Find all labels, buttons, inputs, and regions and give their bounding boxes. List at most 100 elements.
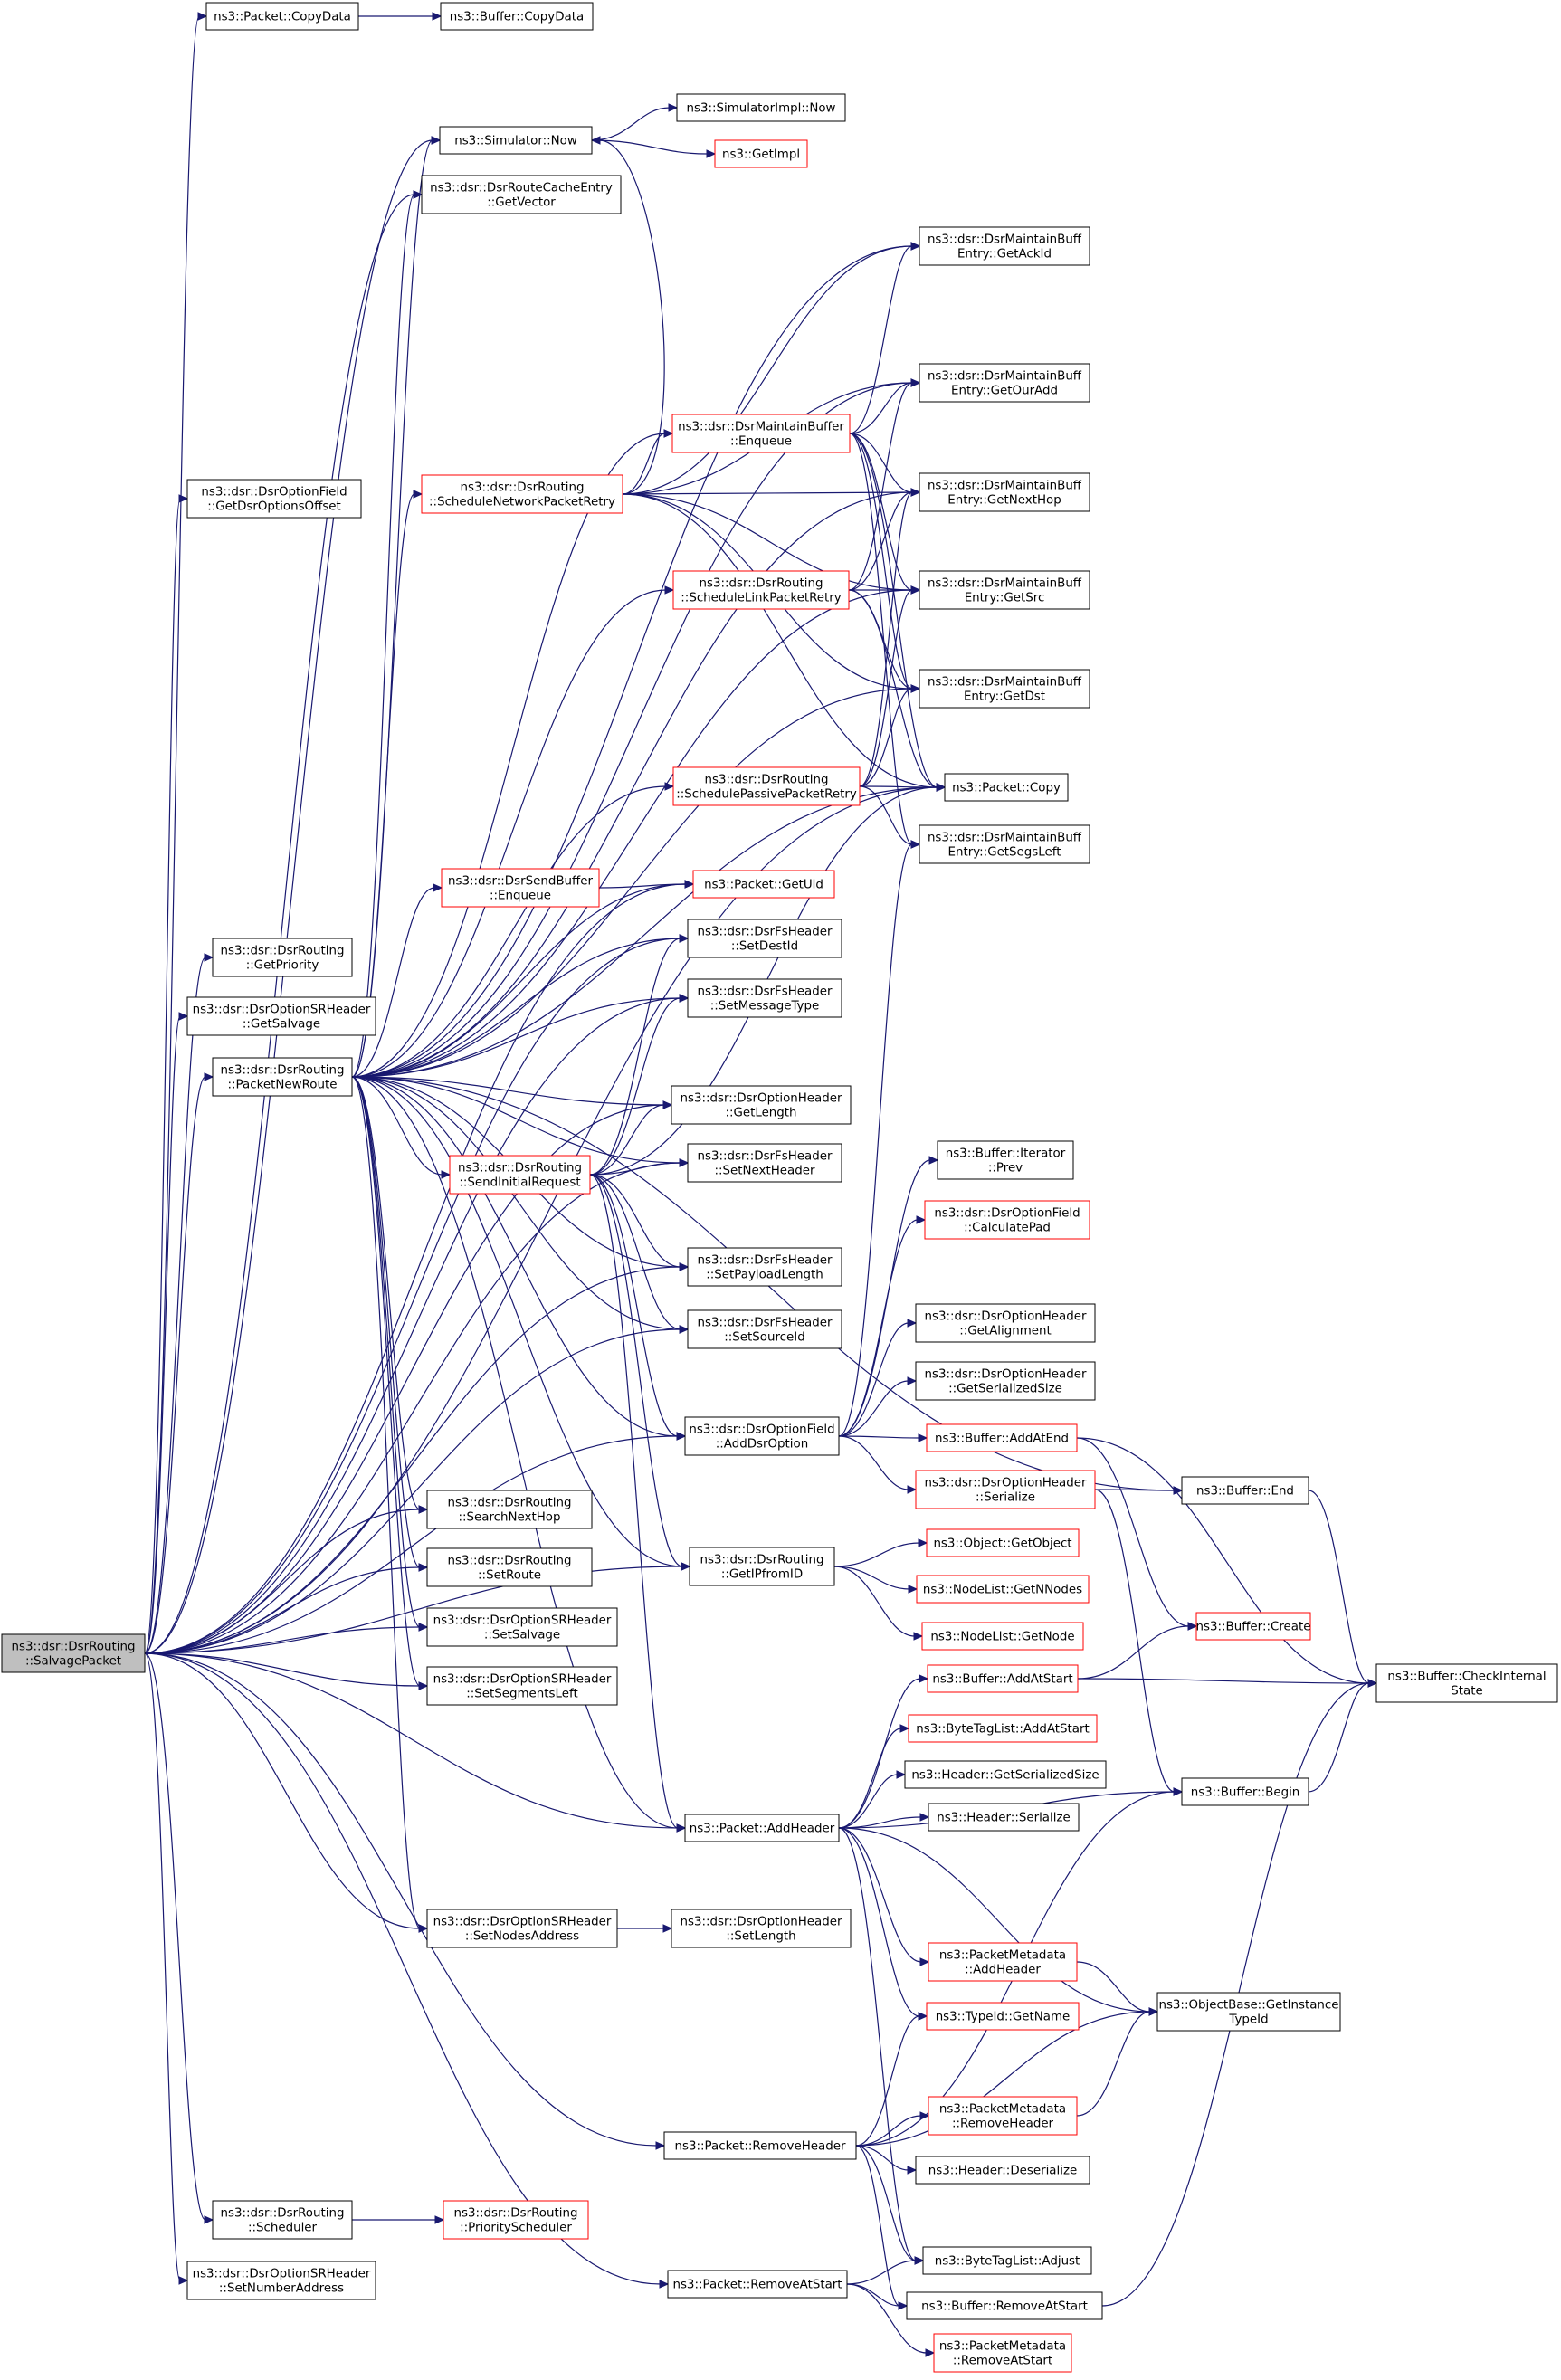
node-fs-setnexthdr[interactable]: ns3::dsr::DsrFsHeader::SetNextHeader <box>687 1143 842 1183</box>
node-buf-removeatstart[interactable]: ns3::Buffer::RemoveAtStart <box>906 2291 1103 2320</box>
node-mbe-getsegsleft[interactable]: ns3::dsr::DsrMaintainBuffEntry::GetSegsL… <box>919 824 1090 864</box>
node-obj-getobject[interactable]: ns3::Object::GetObject <box>926 1528 1080 1557</box>
node-sr-getsalvage[interactable]: ns3::dsr::DsrOptionSRHeader::GetSalvage <box>186 996 376 1036</box>
edge-line <box>848 491 913 591</box>
node-buf-end[interactable]: ns3::Buffer::End <box>1181 1476 1309 1505</box>
node-pm-addheader[interactable]: ns3::PacketMetadata::AddHeader <box>928 1942 1078 1982</box>
node-box <box>1 1633 146 1673</box>
node-box <box>186 996 376 1036</box>
node-nl-getnode[interactable]: ns3::NodeList::GetNode <box>921 1622 1084 1651</box>
node-label: Entry::GetOurAdd <box>951 385 1058 398</box>
node-sr-setsalvage[interactable]: ns3::dsr::DsrOptionSRHeader::SetSalvage <box>426 1607 618 1647</box>
node-label: Entry::GetAckId <box>957 248 1052 262</box>
node-oh-getsersize[interactable]: ns3::dsr::DsrOptionHeader::GetSerialized… <box>915 1361 1096 1401</box>
node-buf-prev[interactable]: ns3::Buffer::Iterator::Prev <box>937 1140 1074 1180</box>
edge-sendinitreq-to-dr-getipfromid <box>589 1174 691 1571</box>
edge-schedlinkretry-to-mbe-getouradd <box>848 378 921 591</box>
node-pkt-copydata[interactable]: ns3::Packet::CopyData <box>205 2 359 31</box>
arrowhead <box>662 1924 673 1933</box>
node-getimpl[interactable]: ns3::GetImpl <box>714 139 808 168</box>
node-box <box>906 2291 1103 2320</box>
edge-line <box>351 589 667 1078</box>
node-salvage[interactable]: ns3::dsr::DsrRouting::SalvagePacket <box>1 1633 146 1673</box>
node-mbe-getnexthop[interactable]: ns3::dsr::DsrMaintainBuffEntry::GetNextH… <box>919 472 1090 512</box>
node-sr-setnodesaddr[interactable]: ns3::dsr::DsrOptionSRHeader::SetNodesAdd… <box>426 1909 618 1948</box>
node-pkt-removeatstart[interactable]: ns3::Packet::RemoveAtStart <box>667 2270 848 2299</box>
node-pm-removeheader[interactable]: ns3::PacketMetadata::RemoveHeader <box>928 2096 1078 2136</box>
node-sb-enqueue[interactable]: ns3::dsr::DsrSendBuffer::Enqueue <box>441 868 600 908</box>
node-fs-setmsgtype[interactable]: ns3::dsr::DsrFsHeader::SetMessageType <box>687 978 842 1018</box>
node-dr-getipfromid[interactable]: ns3::dsr::DsrRouting::GetIPfromID <box>689 1547 835 1586</box>
node-fs-setdestid[interactable]: ns3::dsr::DsrFsHeader::SetDestId <box>687 919 842 958</box>
edge-buf-begin-to-buf-checkint <box>1308 1679 1378 1793</box>
node-oh-serialize[interactable]: ns3::dsr::DsrOptionHeader::Serialize <box>915 1470 1096 1509</box>
edge-line <box>351 1076 421 1628</box>
node-nl-getnnodes[interactable]: ns3::NodeList::GetNNodes <box>916 1575 1090 1604</box>
node-oh-getalign[interactable]: ns3::dsr::DsrOptionHeader::GetAlignment <box>915 1303 1096 1343</box>
node-pkt-addheader[interactable]: ns3::Packet::AddHeader <box>684 1814 840 1842</box>
node-mb-enqueue[interactable]: ns3::dsr::DsrMaintainBuffer::Enqueue <box>671 414 851 453</box>
edge-line <box>144 1652 421 1687</box>
arrowhead <box>914 2256 925 2265</box>
node-sr-setsegleft[interactable]: ns3::dsr::DsrOptionSRHeader::SetSegments… <box>426 1666 618 1706</box>
edge-line <box>849 433 913 493</box>
node-box <box>439 126 593 155</box>
node-dr-setroute[interactable]: ns3::dsr::DsrRouting::SetRoute <box>426 1547 593 1587</box>
node-of-getoffset[interactable]: ns3::dsr::DsrOptionField::GetDsrOptionsO… <box>186 479 362 519</box>
node-label: ::SetSalvage <box>484 1629 560 1642</box>
edge-line <box>144 1566 421 1654</box>
node-oh-setlength[interactable]: ns3::dsr::DsrOptionHeader::SetLength <box>671 1909 852 1948</box>
node-sr-setnumaddr[interactable]: ns3::dsr::DsrOptionSRHeader::SetNumberAd… <box>186 2261 376 2300</box>
node-buf-copydata[interactable]: ns3::Buffer::CopyData <box>440 2 594 31</box>
node-buf-begin[interactable]: ns3::Buffer::Begin <box>1181 1777 1309 1806</box>
node-label: ::SearchNextHop <box>459 1511 561 1525</box>
node-box <box>449 1155 591 1195</box>
node-fs-setsrcid[interactable]: ns3::dsr::DsrFsHeader::SetSourceId <box>687 1309 842 1349</box>
node-buf-addatend[interactable]: ns3::Buffer::AddAtEnd <box>926 1423 1078 1452</box>
edge-pkt-addheader-to-btl-adjust <box>838 1827 925 2265</box>
node-pm-removeatstart[interactable]: ns3::PacketMetadata::RemoveAtStart <box>933 2333 1072 2373</box>
node-buf-addatstart[interactable]: ns3::Buffer::AddAtStart <box>927 1664 1079 1693</box>
node-buf-create[interactable]: ns3::Buffer::Create <box>1195 1612 1311 1641</box>
edge-packetnewroute-to-sr-setsalvage <box>351 1076 429 1632</box>
arrowhead <box>916 1215 927 1224</box>
node-fs-setpaylen[interactable]: ns3::dsr::DsrFsHeader::SetPayloadLength <box>687 1247 842 1287</box>
node-pkt-getuid[interactable]: ns3::Packet::GetUid <box>692 870 835 899</box>
node-packetnewroute[interactable]: ns3::dsr::DsrRouting::PacketNewRoute <box>212 1057 353 1097</box>
node-schedlinkretry[interactable]: ns3::dsr::DsrRouting::ScheduleLinkPacket… <box>672 570 850 610</box>
edge-salvage-to-packetnewroute <box>144 1072 214 1654</box>
node-dr-searchnexthop[interactable]: ns3::dsr::DsrRouting::SearchNextHop <box>426 1490 593 1529</box>
node-of-calcpad[interactable]: ns3::dsr::DsrOptionField::CalculatePad <box>924 1200 1090 1240</box>
node-hdr-deserialize[interactable]: ns3::Header::Deserialize <box>915 2156 1090 2185</box>
node-dr-getpriority[interactable]: ns3::dsr::DsrRouting::GetPriority <box>212 938 353 977</box>
node-btl-adjust[interactable]: ns3::ByteTagList::Adjust <box>922 2246 1092 2275</box>
node-schednetretry[interactable]: ns3::dsr::DsrRouting::ScheduleNetworkPac… <box>421 474 623 514</box>
node-hdr-serialize[interactable]: ns3::Header::Serialize <box>928 1803 1080 1832</box>
node-hdr-getsersize[interactable]: ns3::Header::GetSerializedSize <box>904 1760 1107 1789</box>
node-label: ns3::dsr::DsrRouting <box>221 2207 345 2221</box>
node-oh-getlength[interactable]: ns3::dsr::DsrOptionHeader::GetLength <box>671 1085 852 1125</box>
node-rce-getvector[interactable]: ns3::dsr::DsrRouteCacheEntry::GetVector <box>421 175 622 214</box>
node-btl-addatstart[interactable]: ns3::ByteTagList::AddAtStart <box>908 1714 1098 1743</box>
node-mbe-getouradd[interactable]: ns3::dsr::DsrMaintainBuffEntry::GetOurAd… <box>919 363 1090 403</box>
node-dr-scheduler[interactable]: ns3::dsr::DsrRouting::Scheduler <box>212 2200 353 2240</box>
node-sim-now[interactable]: ns3::Simulator::Now <box>439 126 593 155</box>
node-of-adddsroption[interactable]: ns3::dsr::DsrOptionField::AddDsrOption <box>684 1416 840 1456</box>
node-box <box>676 93 846 122</box>
node-label: ::RemoveHeader <box>952 2118 1054 2131</box>
node-typeid-getname[interactable]: ns3::TypeId::GetName <box>926 2002 1080 2031</box>
node-schedpassretry[interactable]: ns3::dsr::DsrRouting::SchedulePassivePac… <box>672 766 861 806</box>
node-pkt-copy[interactable]: ns3::Packet::Copy <box>944 773 1069 802</box>
node-simimpl-now[interactable]: ns3::SimulatorImpl::Now <box>676 93 846 122</box>
node-dr-priosched[interactable]: ns3::dsr::DsrRouting::PriorityScheduler <box>443 2200 589 2240</box>
node-sendinitreq[interactable]: ns3::dsr::DsrRouting::SendInitialRequest <box>449 1155 591 1195</box>
node-pkt-removeheader[interactable]: ns3::Packet::RemoveHeader <box>663 2131 857 2160</box>
edge-line <box>351 997 681 1078</box>
edge-packetnewroute-to-sendinitreq <box>351 1076 452 1179</box>
arrowhead <box>676 1823 687 1833</box>
